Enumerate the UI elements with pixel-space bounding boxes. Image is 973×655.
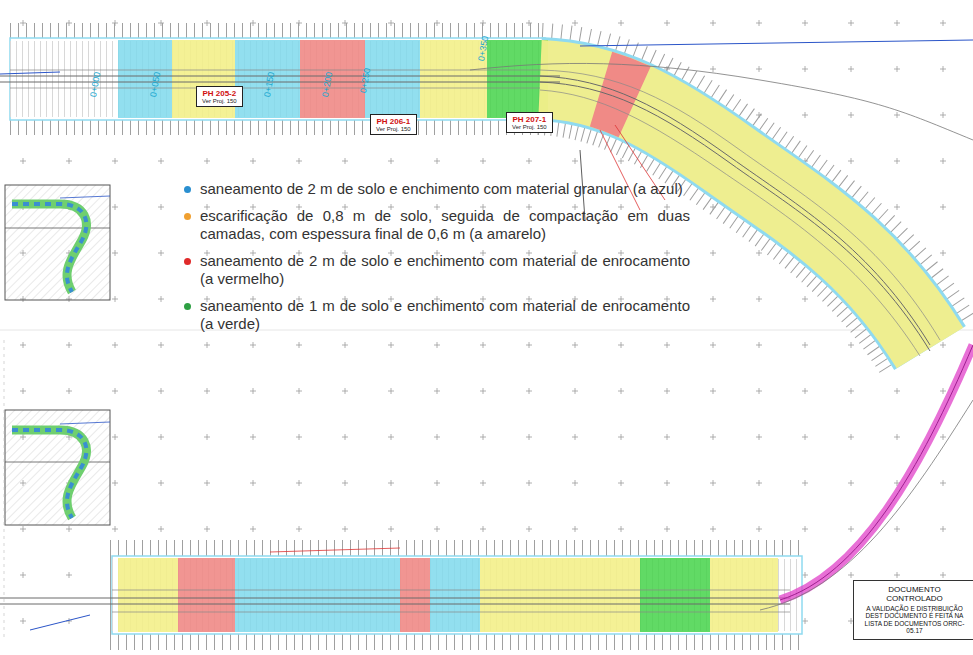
legend-bullet	[184, 213, 191, 220]
inset-map	[5, 410, 110, 525]
legend-bullet	[184, 186, 191, 193]
tag-title: PH 205-2	[202, 89, 237, 98]
profile-tag: PH 206-1Ver Proj. 150	[370, 114, 417, 135]
legend-text: saneamento de 1 m de solo e enchimento c…	[200, 297, 690, 332]
legend: saneamento de 2 m de solo e enchimento c…	[184, 180, 690, 342]
legend-item: escarificação de 0,8 m de solo, seguida …	[184, 207, 690, 243]
tag-title: PH 206-1	[376, 117, 411, 126]
legend-bullet	[184, 258, 191, 265]
legend-text: escarificação de 0,8 m de solo, seguida …	[200, 207, 690, 242]
tag-title: PH 207-1	[512, 115, 547, 124]
legend-bullet	[184, 303, 191, 310]
profile-tag: PH 207-1Ver Proj. 150	[506, 112, 553, 133]
profile-tag: PH 205-2Ver Proj. 150	[196, 86, 243, 107]
legend-item: saneamento de 1 m de solo e enchimento c…	[184, 297, 690, 333]
legend-item: saneamento de 2 m de solo e enchimento c…	[184, 252, 690, 288]
legend-item: saneamento de 2 m de solo e enchimento c…	[184, 180, 690, 198]
inset-map	[5, 185, 110, 300]
stamp-box: DOCUMENTO CONTROLADO A VALIDAÇÃO E DISTRI…	[853, 580, 973, 640]
tag-title: DOCUMENTO CONTROLADO	[860, 585, 969, 603]
tag-note: Ver Proj. 150	[376, 126, 411, 132]
tag-note: A VALIDAÇÃO E DISTRIBUIÇÃO DEST DOCUMENT…	[860, 605, 969, 635]
tag-note: Ver Proj. 150	[512, 124, 547, 130]
legend-text: saneamento de 2 m de solo e enchimento c…	[200, 180, 683, 197]
tag-note: Ver Proj. 150	[202, 98, 237, 104]
legend-text: saneamento de 2 m de solo e enchimento c…	[200, 252, 690, 287]
